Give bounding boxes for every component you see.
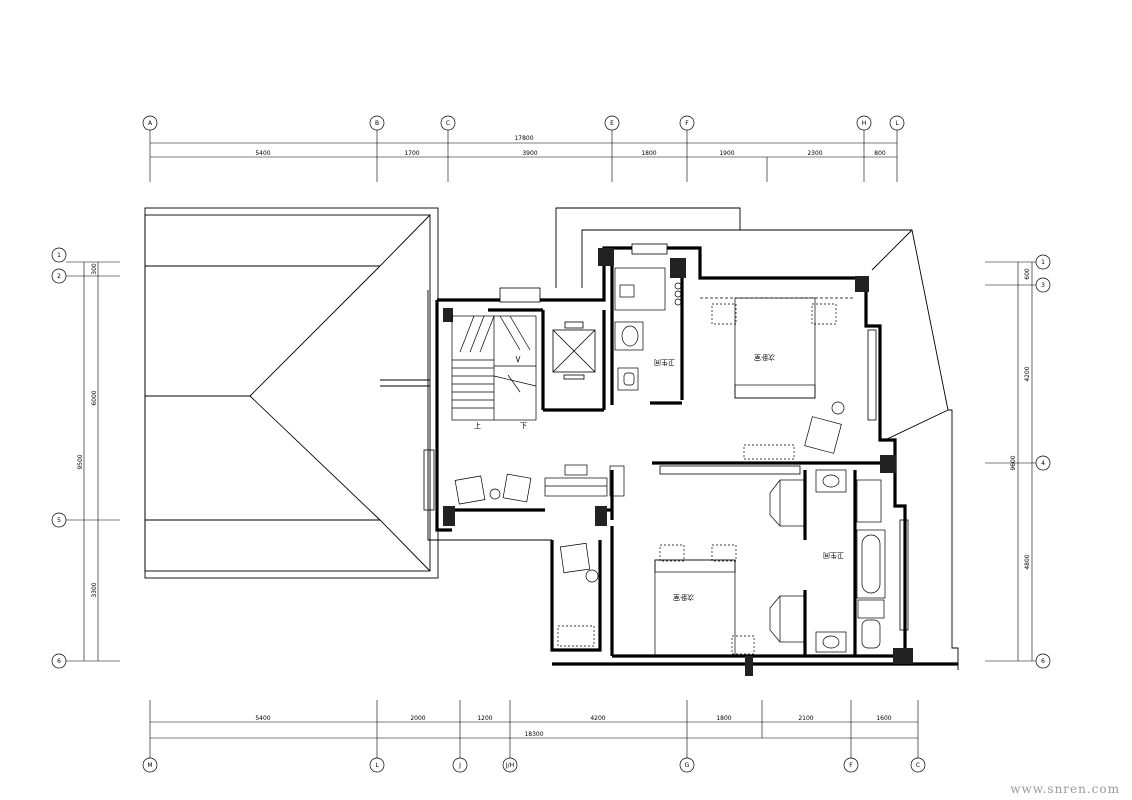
dim-value: 4800 — [1024, 554, 1031, 569]
grid-label: 6 — [1041, 658, 1045, 665]
windows — [423, 243, 909, 631]
grid-label: C — [916, 762, 920, 769]
columns — [443, 248, 913, 676]
left-dimension-chain — [66, 261, 120, 662]
bottom-grid-labels: M L J J/H G F C — [147, 762, 920, 769]
dim-value: 4200 — [590, 715, 605, 722]
right-dimension-values: 9600 600 4200 4800 — [1010, 268, 1031, 570]
right-dimension-chain — [985, 261, 1040, 662]
grid-label: 4 — [1041, 460, 1045, 467]
bottom-dimension-chain — [149, 700, 919, 758]
right-grid-labels: 1 3 4 6 — [1041, 259, 1045, 665]
grid-label: L — [375, 762, 379, 769]
grid-label: 1 — [57, 252, 61, 259]
top-dimension-values: 17800 5400 1700 3900 1800 1900 2300 800 — [255, 135, 886, 157]
building-outline — [427, 207, 959, 670]
watermark: www.snren.com — [1010, 782, 1120, 796]
grid-label: J — [458, 762, 461, 769]
dim-value: 5400 — [255, 150, 270, 157]
bottom-dimension-values: 5400 2000 1200 4200 1800 2100 1600 18300 — [255, 715, 891, 738]
dim-value: 600 — [1024, 268, 1031, 280]
bedroom-lower-label: 次卧室 — [673, 593, 694, 602]
right-total-dim: 9600 — [1010, 455, 1017, 470]
grid-label: M — [147, 762, 152, 769]
grid-label: F — [849, 762, 853, 769]
dim-value: 1700 — [404, 150, 419, 157]
bedroom-upper-label: 次卧室 — [754, 353, 775, 362]
grid-label: F — [685, 120, 689, 127]
dim-value: 1800 — [716, 715, 731, 722]
grid-label: H — [862, 120, 867, 127]
dim-value: 2300 — [807, 150, 822, 157]
grid-label: 2 — [57, 273, 61, 280]
dim-value: 800 — [874, 150, 886, 157]
dim-value: 1200 — [477, 715, 492, 722]
staircase — [451, 315, 537, 421]
bottom-total-dim: 18300 — [524, 731, 543, 738]
grid-label: B — [375, 120, 379, 127]
dim-value: 3300 — [91, 582, 98, 597]
top-total-dim: 17800 — [514, 135, 533, 142]
lower-bedroom-furniture — [654, 479, 805, 656]
dim-value: 4200 — [1024, 366, 1031, 381]
stair-up-label: 上 — [474, 421, 481, 430]
grid-label: A — [148, 120, 153, 127]
small-room-furniture — [557, 542, 599, 647]
grid-label: 1 — [1041, 259, 1045, 266]
bathroom-right-label: 卫生间 — [823, 551, 844, 560]
dim-value: 6000 — [91, 390, 98, 405]
dim-value: 5400 — [255, 715, 270, 722]
dim-value: 2000 — [410, 715, 425, 722]
left-grid-labels: 1 2 5 6 — [57, 252, 61, 665]
upper-bedroom-furniture — [700, 297, 855, 460]
dim-value: 1800 — [641, 150, 656, 157]
left-total-dim: 9500 — [77, 454, 84, 469]
bathroom-right-fixtures — [815, 469, 886, 653]
roof-plan — [144, 207, 439, 579]
grid-label: J/H — [505, 762, 514, 769]
grid-label: 5 — [57, 517, 61, 524]
left-grid-bubbles — [51, 247, 67, 669]
lounge-furniture — [454, 464, 625, 505]
bathroom-left-fixtures — [614, 267, 682, 391]
dim-value: 300 — [91, 263, 98, 275]
elevator — [552, 321, 596, 380]
dim-value: 1600 — [876, 715, 891, 722]
grid-label: E — [610, 120, 614, 127]
top-dimension-chain — [149, 130, 898, 182]
grid-label: 6 — [57, 658, 61, 665]
bathroom-left-label: 卫生间 — [654, 358, 675, 367]
stair-down-label: 下 — [520, 422, 527, 430]
grid-label: 3 — [1041, 282, 1045, 289]
grid-label: L — [895, 120, 899, 127]
left-dimension-values: 9500 300 6000 3300 — [77, 263, 98, 598]
dim-value: 2100 — [798, 715, 813, 722]
dim-value: 1900 — [719, 150, 734, 157]
grid-label: C — [446, 120, 450, 127]
bottom-grid-bubbles — [142, 757, 926, 773]
dim-value: 3900 — [522, 150, 537, 157]
walls — [435, 246, 958, 666]
top-grid-bubbles — [142, 115, 905, 131]
top-grid-labels: A B C E F H L — [148, 120, 899, 127]
right-grid-bubbles — [1035, 254, 1051, 669]
grid-label: G — [685, 762, 690, 769]
